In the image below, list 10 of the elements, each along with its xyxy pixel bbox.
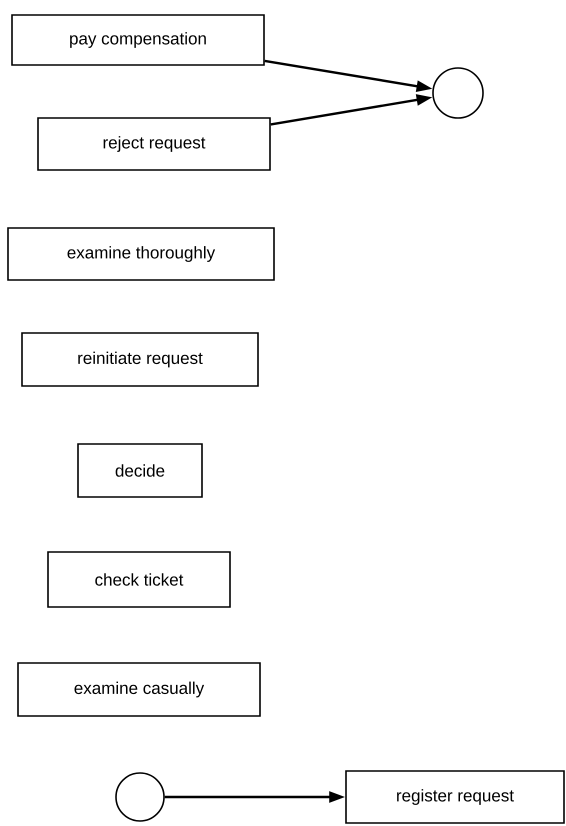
activity-box: register request (345, 770, 565, 824)
activity-box: pay compensation (11, 14, 265, 66)
activity-box: examine thoroughly (7, 227, 275, 281)
event-circle (115, 772, 165, 822)
activity-box: check ticket (47, 551, 231, 608)
activity-box: reinitiate request (21, 332, 259, 387)
activity-box: reject request (37, 117, 271, 171)
activity-box: examine casually (17, 662, 261, 717)
activity-box: decide (77, 443, 203, 498)
event-circle (432, 67, 484, 119)
